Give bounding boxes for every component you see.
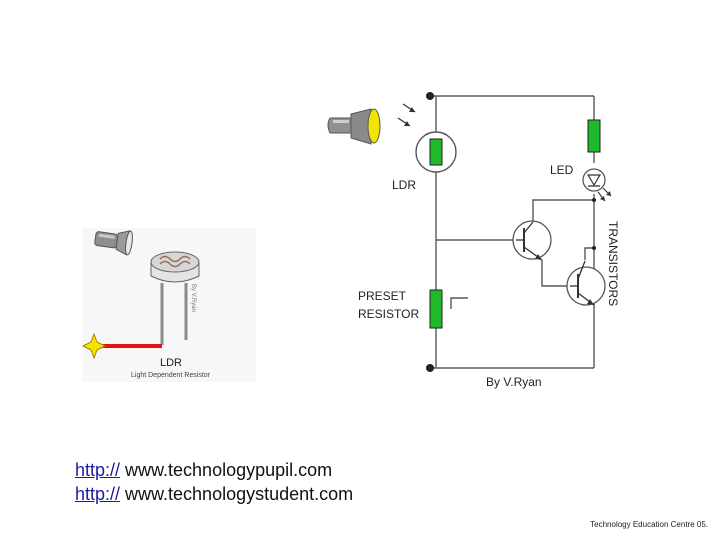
small-torch-icon bbox=[94, 230, 133, 256]
led-symbol bbox=[582, 168, 612, 202]
link-row: http://www.technologystudent.com bbox=[75, 482, 353, 506]
photo-credit: By V.Ryan bbox=[190, 284, 196, 312]
transistors-label: TRANSISTORS bbox=[606, 221, 620, 306]
preset-label-line2: RESISTOR bbox=[358, 307, 419, 321]
led-resistor bbox=[587, 119, 601, 153]
ldr-component-image: By V.Ryan bbox=[150, 251, 200, 345]
ldr-symbol bbox=[415, 131, 457, 173]
light-beam bbox=[81, 332, 162, 360]
preset-resistor bbox=[429, 289, 443, 329]
circuit-diagram: LDR LED bbox=[327, 92, 620, 389]
footer-text: Technology Education Centre 05. bbox=[590, 520, 708, 529]
photo-ldr-label: LDR bbox=[160, 357, 182, 369]
link-site: www.technologypupil.com bbox=[125, 460, 333, 480]
preset-label-line1: PRESET bbox=[358, 289, 407, 303]
led-label: LED bbox=[550, 163, 574, 177]
photo-ldr-caption: Light Dependent Resistor bbox=[131, 372, 211, 379]
circuit-credit: By V.Ryan bbox=[486, 375, 542, 389]
link-site: www.technologystudent.com bbox=[125, 484, 354, 504]
website-links: http://www.technologypupil.com http://ww… bbox=[75, 458, 353, 506]
junction-dots bbox=[426, 92, 596, 372]
transistor-1-symbol bbox=[512, 220, 552, 261]
ldr-label: LDR bbox=[392, 178, 416, 192]
torch-icon bbox=[327, 103, 416, 145]
link-prefix[interactable]: http:// bbox=[75, 484, 121, 504]
link-row: http://www.technologypupil.com bbox=[75, 458, 353, 482]
transistor-2-symbol bbox=[566, 260, 606, 306]
circuit-wires bbox=[430, 95, 595, 369]
ldr-photo-panel: By V.Ryan LDR Light Dependent Resistor bbox=[81, 228, 256, 382]
flash-star-icon bbox=[81, 332, 107, 360]
link-prefix[interactable]: http:// bbox=[75, 460, 121, 480]
